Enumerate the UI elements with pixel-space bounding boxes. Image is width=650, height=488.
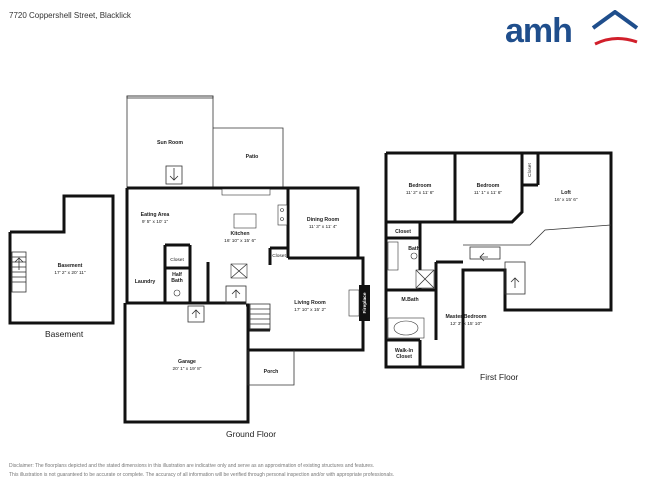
first-floor-title: First Floor bbox=[480, 372, 519, 382]
garage-label: Garage bbox=[178, 359, 196, 365]
porch-label: Porch bbox=[264, 369, 279, 375]
bedroom-dim: 11' 2" x 11' 6" bbox=[406, 190, 435, 196]
ground-floor-plan: Sun Room Patio Eating Area 9' 5" x 10' 1… bbox=[123, 95, 370, 424]
patio-label: Patio bbox=[246, 154, 259, 160]
walk-in-closet-label: Closet bbox=[396, 354, 412, 360]
property-address: 7720 Coppershell Street, Blacklick bbox=[9, 11, 131, 20]
living-room-dim: 17' 10" x 15' 2" bbox=[294, 307, 326, 313]
eating-area-label: Eating Area bbox=[141, 212, 170, 218]
closet-label: Closet bbox=[272, 253, 286, 259]
basement-title: Basement bbox=[45, 329, 84, 339]
bath-label: Bath bbox=[408, 246, 420, 252]
logo-text: amh bbox=[505, 12, 573, 50]
closet-label: Closet bbox=[395, 229, 411, 235]
loft-label: Loft bbox=[561, 190, 571, 196]
first-floor-plan: Bedroom 11' 2" x 11' 6" Bedroom 11' 1" x… bbox=[384, 151, 613, 369]
disclaimer-line: Disclaimer: The floorplans depicted and … bbox=[9, 463, 375, 469]
walk-in-closet-label: Walk-In bbox=[395, 348, 413, 354]
basement-label: Basement bbox=[58, 263, 83, 269]
dining-room-label: Dining Room bbox=[307, 217, 340, 223]
master-bedroom-label: Master Bedroom bbox=[446, 314, 487, 320]
amh-logo: amh bbox=[505, 10, 640, 52]
kitchen-dim: 16' 10" x 15' 6" bbox=[224, 238, 256, 244]
half-bath-label: Bath bbox=[171, 278, 183, 284]
disclaimer: Disclaimer: The floorplans depicted and … bbox=[9, 462, 629, 480]
bedroom-label: Bedroom bbox=[477, 183, 500, 189]
bedroom-dim: 11' 1" x 11' 6" bbox=[474, 190, 503, 196]
dining-room-dim: 11' 3" x 11' 4" bbox=[309, 224, 338, 230]
ground-floor-title: Ground Floor bbox=[226, 429, 277, 439]
eating-area-dim: 9' 5" x 10' 1" bbox=[142, 219, 169, 225]
loft-dim: 16' x 15' 6" bbox=[554, 197, 578, 203]
disclaimer-line: This illustration is not guaranteed to b… bbox=[9, 472, 395, 478]
basement-dim: 17' 2" x 20' 11" bbox=[54, 270, 86, 276]
living-room-label: Living Room bbox=[294, 300, 326, 306]
master-bath-label: M.Bath bbox=[401, 297, 418, 303]
laundry-label: Laundry bbox=[135, 279, 156, 285]
bedroom-label: Bedroom bbox=[409, 183, 432, 189]
closet-label: Closet bbox=[527, 163, 533, 177]
sun-room-label: Sun Room bbox=[157, 140, 183, 146]
kitchen-label: Kitchen bbox=[230, 231, 249, 237]
basement-plan: Basement 17' 2" x 20' 11" bbox=[8, 194, 115, 325]
half-bath-label: Half bbox=[172, 272, 182, 278]
house-roof-icon bbox=[591, 10, 639, 46]
garage-dim: 20' 1" x 19' 8" bbox=[173, 366, 202, 372]
fireplace-label: Fireplace bbox=[362, 292, 368, 313]
closet-label: Closet bbox=[170, 257, 184, 263]
master-bedroom-dim: 12' 3" x 15' 10" bbox=[450, 321, 482, 327]
